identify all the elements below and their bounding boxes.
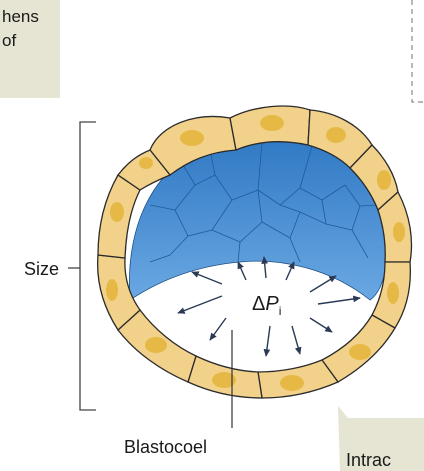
- blastocoel-label: Blastocoel: [124, 437, 207, 457]
- callout-box-top-left: hens of: [0, 0, 60, 98]
- dashed-frame-corner: [412, 0, 424, 102]
- callout-box-bottom-right: Intrac: [338, 406, 424, 471]
- pressure-subscript: i: [279, 304, 282, 318]
- intracellular-label: Intrac: [346, 450, 391, 470]
- delta-symbol: Δ: [252, 293, 265, 315]
- pressure-symbol: P: [265, 293, 279, 315]
- callout-line-2: of: [2, 31, 16, 50]
- callout-line-1: hens: [2, 7, 39, 26]
- size-label: Size: [24, 259, 59, 279]
- size-bracket: [68, 122, 96, 410]
- pressure-label: ΔPi: [252, 293, 281, 318]
